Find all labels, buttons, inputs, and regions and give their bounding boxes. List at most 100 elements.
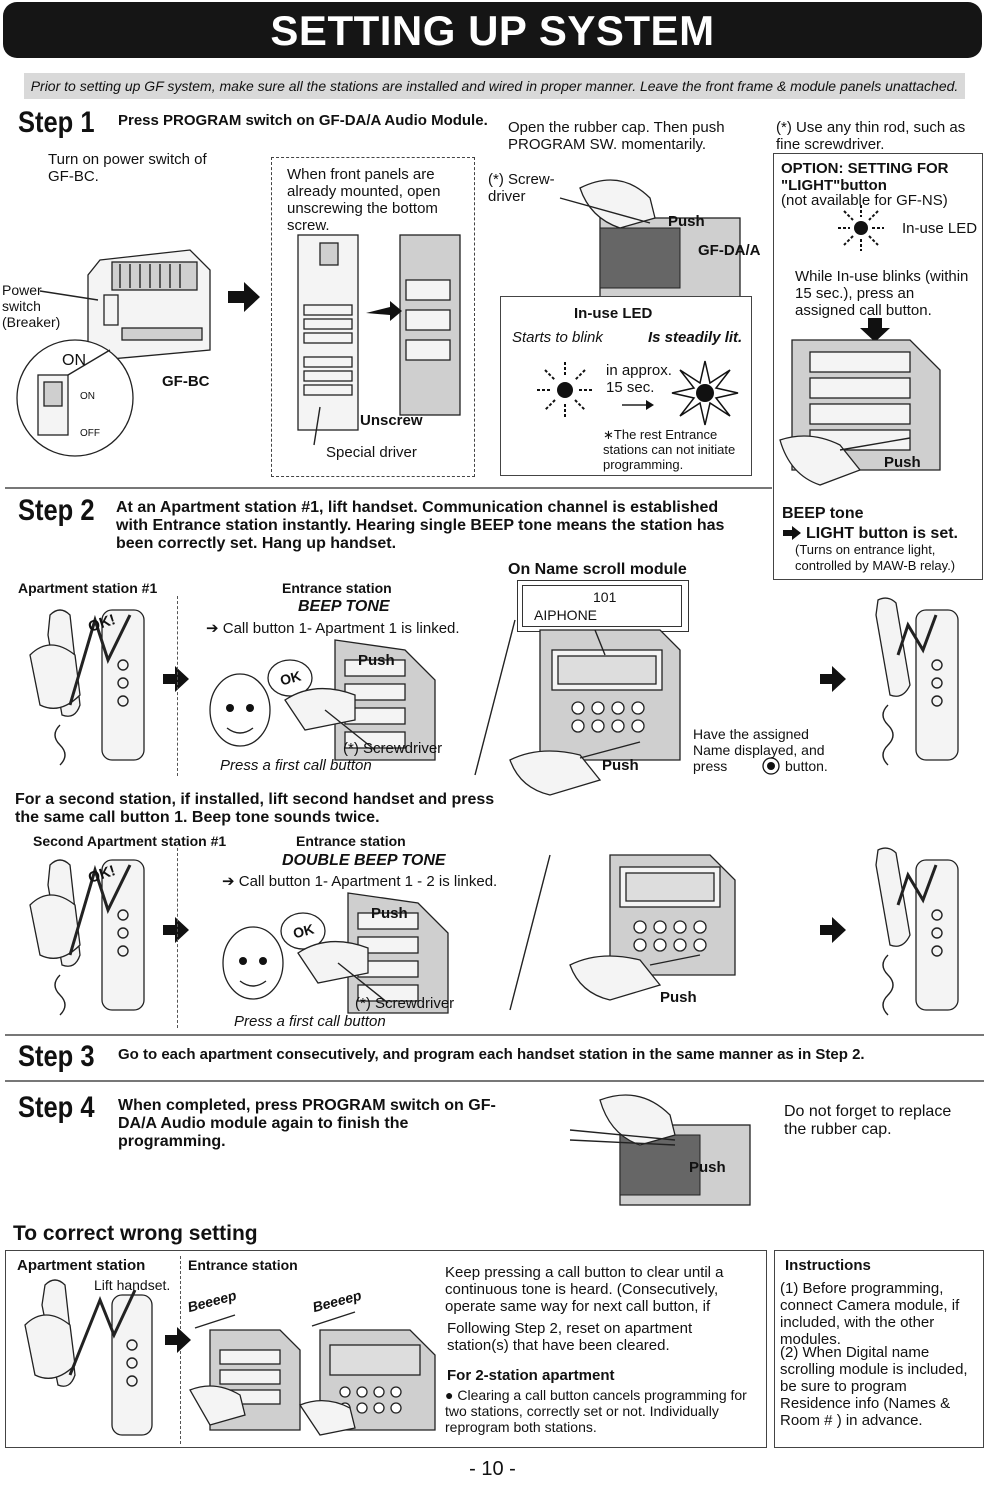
slash-divider-2 <box>509 854 551 1011</box>
step3-label: Step 3 <box>18 1040 95 1073</box>
push-label-6: Push <box>689 1159 726 1176</box>
program-switch-illustration-2 <box>569 1094 751 1206</box>
thin-rod-note: (*) Use any thin rod, such as fine screw… <box>776 119 966 153</box>
name-scroll-label: On Name scroll module <box>508 561 687 578</box>
name-scroll-illustration-2 <box>569 854 736 1001</box>
separator-3 <box>5 1080 984 1082</box>
steady-led-icon <box>671 360 739 426</box>
intro-note: Prior to setting up GF system, make sure… <box>24 73 965 99</box>
gfda-label: GF-DA/A <box>698 242 761 259</box>
have-assigned-text: Have the assigned Name displayed, and pr… <box>693 726 825 774</box>
two-station-text: Clearing a call button cancels programmi… <box>445 1387 747 1435</box>
screwdriver-label-3: (*) Screwdriver <box>355 995 455 1012</box>
on-large: ON <box>62 352 86 369</box>
separator-1 <box>5 487 772 489</box>
arrow-right-icon <box>820 917 846 943</box>
entrance-panel-illustration <box>297 234 461 446</box>
name-scroll-illustration <box>509 629 681 796</box>
instructions-title: Instructions <box>785 1257 871 1274</box>
light-set: LIGHT button is set. <box>806 525 958 542</box>
correct-apt-label: Apartment station <box>17 1257 146 1274</box>
step2-heading: At an Apartment station #1, lift handset… <box>116 499 725 552</box>
entrance-press-illustration-1 <box>209 639 436 761</box>
arrow-right-thin-icon <box>622 400 654 410</box>
program-switch-illustration <box>559 179 741 299</box>
display-name: AIPHONE <box>534 607 598 623</box>
instructions-item-1: (1) Before programming, connect Camera m… <box>780 1280 960 1348</box>
arrow-right-small-icon <box>783 526 801 540</box>
press-first-1: Press a first call button <box>220 757 372 774</box>
correct-title: To correct wrong setting <box>13 1222 258 1245</box>
linked2-text: ➔ Call button 1- Apartment 1 - 2 is link… <box>222 873 498 890</box>
step4-label: Step 4 <box>18 1091 95 1124</box>
handset-hangup-illustration-2 <box>875 847 959 1016</box>
double-beep-label: DOUBLE BEEP TONE <box>282 852 446 869</box>
divider-dashed-2 <box>177 848 178 1028</box>
unscrew-label: Unscrew <box>360 412 423 429</box>
option-while-blink: While In-use blinks (within 15 sec.), pr… <box>795 268 969 319</box>
blinking-led-icon <box>537 362 593 418</box>
beep-tone-label: BEEP TONE <box>298 598 390 615</box>
approx-label: in approx. 15 sec. <box>606 362 672 396</box>
option-subtitle: (not available for GF-NS) <box>781 192 948 209</box>
option-push: Push <box>884 454 921 471</box>
front-panel-box <box>271 157 475 477</box>
push-label-5: Push <box>660 989 697 1006</box>
slash-divider-1 <box>474 619 516 776</box>
linked1-text: ➔ Call button 1- Apartment 1 is linked. <box>206 620 460 637</box>
display-number: 101 <box>593 589 617 605</box>
handset-hangup-illustration-1 <box>875 597 959 766</box>
option-panel-illustration <box>779 339 941 486</box>
starts-blink-label: Starts to blink <box>512 329 603 346</box>
handset-illustration-3 <box>24 1279 153 1436</box>
arrow-right-icon <box>163 666 189 692</box>
instructions-item-2: (2) When Digital name scrolling module i… <box>780 1344 968 1429</box>
push-label-2: Push <box>358 652 395 669</box>
off-small: OFF <box>80 428 100 439</box>
entrance-label-2: Entrance station <box>296 833 406 849</box>
option-led-icon <box>838 205 884 251</box>
following-text: Following Step 2, reset on apartment sta… <box>447 1320 693 1354</box>
step2-label: Step 2 <box>18 494 95 527</box>
two-station-text-row: ● Clearing a call button cancels program… <box>445 1387 747 1435</box>
power-pointer <box>39 290 99 301</box>
keep-pressing-text: Keep pressing a call button to clear unt… <box>445 1264 724 1315</box>
panels-note: When front panels are already mounted, o… <box>287 166 441 234</box>
beep-title: BEEP tone <box>782 505 864 522</box>
enter-button-icon <box>762 757 780 775</box>
open-cap-text: Open the rubber cap. Then push PROGRAM S… <box>508 119 725 153</box>
linked2-label: Call button 1- Apartment 1 - 2 is linked… <box>238 873 498 890</box>
screwdriver-label: (*) Screw-driver <box>488 171 555 205</box>
handset-illustration-2 <box>29 859 145 1016</box>
arrow-right-icon <box>165 1327 191 1353</box>
arrow-right-icon <box>163 917 189 943</box>
step3-heading: Go to each apartment consecutively, and … <box>118 1046 865 1063</box>
handset-illustration-1 <box>29 609 145 766</box>
button-word: button. <box>785 758 828 774</box>
push-label-4: Push <box>371 905 408 922</box>
push-label-1: Push <box>668 213 705 230</box>
instructions-box <box>774 1250 984 1448</box>
gfbc-label: GF-BC <box>162 373 210 390</box>
correct-illustration <box>189 1311 436 1436</box>
screwdriver-label-2: (*) Screwdriver <box>343 740 443 757</box>
entrance-label-1: Entrance station <box>282 580 392 596</box>
separator-2 <box>5 1034 984 1036</box>
lift-handset-label: Lift handset. <box>94 1277 171 1293</box>
page-title: SETTING UP SYSTEM <box>3 2 982 58</box>
correct-box <box>5 1250 767 1448</box>
push-label-3: Push <box>602 757 639 774</box>
second-apt-label: Second Apartment station #1 <box>33 833 227 849</box>
arrow-down-icon <box>860 318 890 342</box>
forget-cap-text: Do not forget to replace the rubber cap. <box>784 1103 952 1138</box>
on-small: ON <box>80 391 95 402</box>
divider-dashed <box>177 596 178 776</box>
correct-entrance-label: Entrance station <box>188 1257 298 1273</box>
apt1-label: Apartment station #1 <box>18 580 158 596</box>
special-driver-label: Special driver <box>326 444 417 461</box>
option-title: OPTION: SETTING FOR "LIGHT"button <box>781 160 949 194</box>
divider-dashed-3 <box>180 1256 181 1444</box>
entrance-press-illustration-2 <box>222 892 449 1014</box>
second-heading: For a second station, if installed, lift… <box>15 791 495 826</box>
led-title: In-use LED <box>574 305 653 322</box>
